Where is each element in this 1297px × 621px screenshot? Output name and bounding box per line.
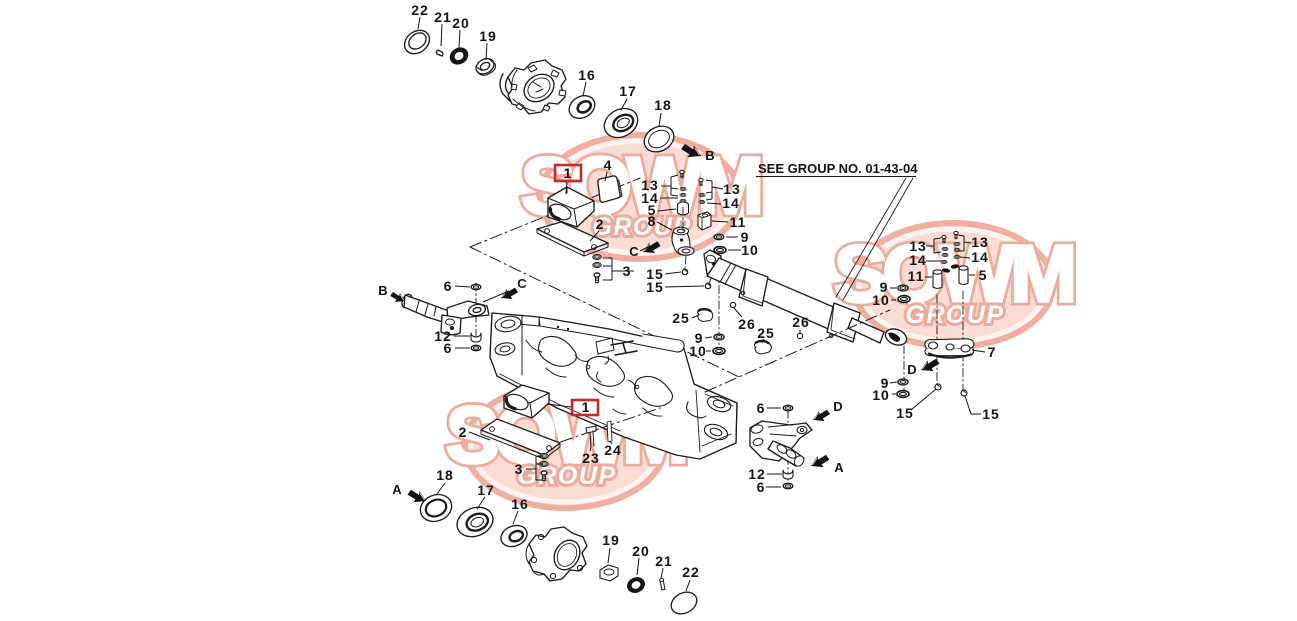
svg-text:14: 14	[641, 190, 659, 206]
svg-text:22: 22	[682, 564, 700, 580]
svg-text:1: 1	[564, 165, 573, 181]
svg-text:20: 20	[632, 543, 650, 559]
svg-text:1: 1	[582, 399, 591, 415]
svg-text:25: 25	[757, 325, 775, 341]
svg-text:10: 10	[689, 343, 707, 359]
svg-text:9: 9	[880, 279, 889, 295]
svg-text:10: 10	[741, 242, 759, 258]
svg-text:6: 6	[444, 340, 453, 356]
svg-text:15: 15	[982, 406, 1000, 422]
svg-text:9: 9	[695, 330, 704, 346]
svg-text:9: 9	[881, 375, 890, 391]
svg-text:18: 18	[654, 97, 672, 113]
svg-text:B: B	[705, 148, 714, 163]
svg-text:18: 18	[436, 467, 454, 483]
svg-text:6: 6	[757, 479, 766, 495]
svg-text:10: 10	[872, 292, 890, 308]
svg-text:3: 3	[623, 263, 632, 279]
svg-text:9: 9	[741, 229, 750, 245]
svg-text:12: 12	[434, 328, 452, 344]
svg-text:11: 11	[908, 268, 925, 284]
svg-text:25: 25	[672, 310, 690, 326]
svg-text:26: 26	[738, 316, 756, 332]
svg-text:13: 13	[971, 234, 989, 250]
svg-text:17: 17	[619, 83, 637, 99]
svg-text:C: C	[517, 276, 527, 291]
svg-text:14: 14	[971, 249, 989, 265]
svg-text:21: 21	[655, 553, 673, 569]
svg-text:14: 14	[722, 195, 740, 211]
svg-text:17: 17	[477, 482, 495, 498]
svg-text:22: 22	[411, 2, 429, 18]
svg-text:A: A	[834, 460, 844, 475]
svg-text:2: 2	[459, 424, 468, 440]
svg-text:14: 14	[909, 252, 927, 268]
svg-text:26: 26	[792, 314, 810, 330]
svg-text:6: 6	[444, 278, 453, 294]
svg-text:8: 8	[648, 213, 657, 229]
svg-text:3: 3	[515, 461, 524, 477]
svg-text:7: 7	[988, 344, 997, 360]
svg-text:21: 21	[434, 9, 452, 25]
svg-text:13: 13	[909, 238, 927, 254]
svg-text:16: 16	[511, 496, 529, 512]
svg-text:6: 6	[757, 400, 766, 416]
svg-text:20: 20	[452, 15, 470, 31]
svg-text:15: 15	[896, 405, 914, 421]
svg-text:SEE GROUP NO. 01-43-04: SEE GROUP NO. 01-43-04	[758, 161, 918, 176]
svg-text:12: 12	[748, 466, 766, 482]
svg-text:5: 5	[979, 267, 988, 283]
svg-text:24: 24	[604, 442, 622, 458]
svg-text:15: 15	[646, 266, 664, 282]
svg-text:16: 16	[578, 67, 596, 83]
svg-text:13: 13	[641, 177, 659, 193]
svg-text:13: 13	[723, 181, 741, 197]
svg-text:19: 19	[602, 532, 620, 548]
svg-text:A: A	[392, 482, 402, 497]
svg-text:5: 5	[648, 202, 657, 218]
svg-text:10: 10	[872, 387, 890, 403]
svg-text:15: 15	[646, 279, 664, 295]
svg-text:23: 23	[582, 450, 600, 466]
svg-text:4: 4	[604, 157, 613, 173]
svg-text:B: B	[378, 283, 387, 298]
svg-text:D: D	[907, 362, 916, 377]
svg-text:19: 19	[479, 28, 497, 44]
svg-text:D: D	[833, 399, 842, 414]
svg-text:11: 11	[730, 214, 747, 230]
svg-text:2: 2	[596, 216, 605, 232]
svg-text:C: C	[629, 244, 639, 259]
